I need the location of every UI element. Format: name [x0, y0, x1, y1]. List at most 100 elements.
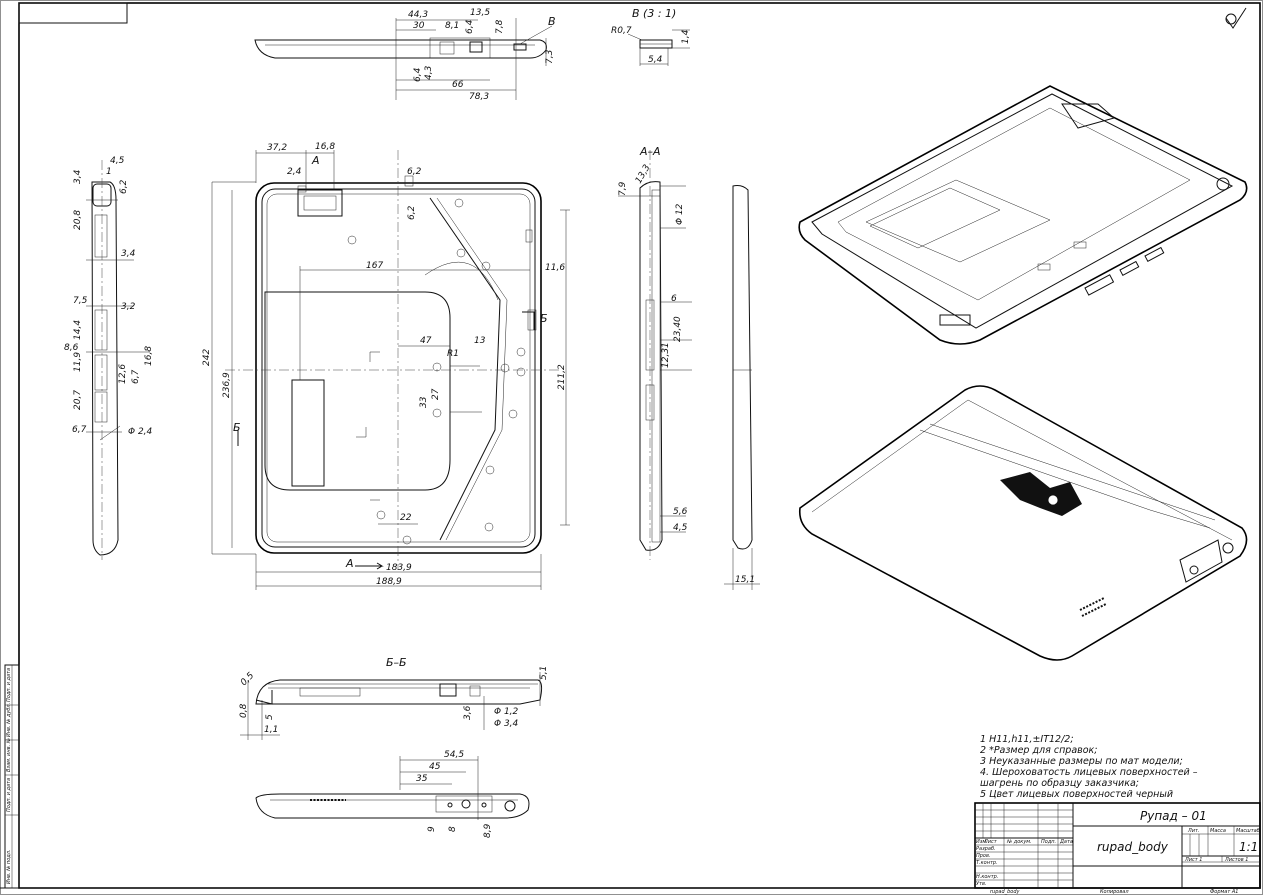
dim-12-6: 12,6 [118, 364, 128, 384]
dim-242: 242 [202, 349, 212, 366]
hdr-podp: Подп. [1041, 839, 1056, 845]
dim-13: 13 [474, 336, 486, 346]
col-lit: Лит. [1187, 828, 1200, 834]
dim-7-3: 7,3 [545, 49, 555, 64]
dim-236-9: 236,9 [222, 372, 232, 398]
dim-78-3: 78,3 [469, 92, 489, 102]
view-mark-v: В [548, 15, 556, 28]
dim-6-2b: 6,2 [407, 205, 417, 220]
view-mark-a-bottom: А [345, 557, 354, 570]
footer-part: rupad_body [990, 889, 1021, 895]
dim-6-2c: 6,2 [119, 179, 129, 194]
dim-16-8: 16,8 [315, 142, 335, 152]
note-4-cont: шагрень по образцу заказчика; [980, 778, 1139, 789]
side-label-5: Инв. № подл. [6, 850, 12, 885]
sheet-number: Лист 1 [1184, 857, 1202, 863]
title-part: rupad_body [1097, 840, 1169, 854]
dim-3-4a: 3,4 [73, 169, 83, 184]
main-front-view [211, 150, 570, 590]
dim-1-4: 1,4 [681, 29, 691, 44]
isometric-closed-view [798, 385, 1248, 661]
dim-27: 27 [431, 388, 441, 400]
side-label-4: Подп. и дата [6, 778, 12, 812]
dim-47: 47 [420, 336, 432, 346]
dim-0-5: 0,5 [239, 671, 256, 688]
dim-66: 66 [452, 80, 464, 90]
dim-30: 30 [413, 21, 425, 31]
dim-5-4: 5,4 [648, 55, 663, 65]
dim-11-9: 11,9 [73, 352, 83, 372]
dim-7-9: 7,9 [618, 181, 628, 196]
dim-20-7: 20,7 [73, 390, 83, 410]
dim-13-5: 13,5 [470, 8, 490, 18]
dim-phi-2-4: Φ 2,4 [128, 427, 153, 437]
dim-4-5a: 4,5 [110, 156, 125, 166]
dim-phi-3-4: Φ 3,4 [494, 719, 519, 729]
hdr-izm: Изм. [976, 839, 988, 845]
dim-7-5: 7,5 [73, 296, 88, 306]
dim-6-7b: 6,7 [72, 425, 87, 435]
section-aa-view [618, 150, 692, 560]
dim-3-6: 3,6 [463, 705, 473, 720]
note-2: 2 *Размер для справок; [980, 745, 1098, 756]
dim-6-2a: 6,2 [407, 167, 422, 177]
row-nkontr: Н.контр. [976, 874, 998, 880]
dim-45: 45 [429, 762, 441, 772]
detail-v-title: В (3 : 1) [632, 7, 676, 20]
col-mass: Масса [1210, 828, 1226, 834]
dim-12-31: 12,31 [661, 342, 671, 368]
dim-44-3: 44,3 [408, 10, 428, 20]
dim-8-9: 8,9 [483, 823, 493, 838]
view-mark-b-right: Б [540, 312, 548, 325]
dim-7-8: 7,8 [495, 19, 505, 34]
dim-15-1: 15,1 [735, 575, 755, 585]
dim-5-6: 5,6 [673, 507, 688, 517]
dim-6: 6 [671, 294, 677, 304]
dim-11-6: 11,6 [545, 263, 565, 273]
footer-format: Формат А1 [1210, 889, 1238, 895]
dim-23-40: 23,40 [673, 316, 683, 342]
note-4: 4. Шероховатость лицевых поверхностей – [980, 767, 1198, 778]
dim-4-5b: 4,5 [673, 523, 688, 533]
dim-phi-12: Φ 12 [675, 203, 685, 225]
technical-notes: 1 H11,h11,±IT12/2; 2 *Размер для справок… [980, 734, 1198, 800]
dim-3-2: 3,2 [121, 302, 136, 312]
left-side-view [86, 160, 150, 560]
dim-33: 33 [419, 396, 429, 408]
dim-20-8: 20,8 [73, 210, 83, 230]
dim-9: 9 [427, 826, 437, 832]
dim-8-1: 8,1 [445, 21, 459, 31]
dim-54-5: 54,5 [444, 750, 464, 760]
dim-1-1: 1,1 [264, 725, 278, 735]
note-3: 3 Неуказанные размеры по мат модели; [980, 756, 1183, 767]
title-product: Рупад – 01 [1140, 809, 1207, 823]
view-mark-a-top: А [311, 154, 320, 167]
isometric-open-view [798, 85, 1248, 345]
title-scale: 1:1 [1239, 840, 1258, 854]
side-label-2: Инв. № дубл. [6, 703, 12, 737]
right-side-view [724, 185, 760, 590]
dim-2-4: 2,4 [287, 167, 302, 177]
dim-35: 35 [416, 774, 428, 784]
note-1: 1 H11,h11,±IT12/2; [980, 734, 1074, 745]
row-tkontr: Т.контр. [976, 860, 998, 866]
side-strip: Подп. и дата Инв. № дубл. Взам. инв. № П… [4, 664, 20, 889]
detail-v [627, 29, 690, 66]
dim-14-4: 14,4 [73, 320, 83, 340]
dim-211-2: 211,2 [557, 364, 567, 390]
top-side-view [254, 18, 553, 100]
dim-8-6: 8,6 [64, 343, 79, 353]
corner-stamp [18, 2, 128, 24]
view-mark-b-left: Б [233, 421, 241, 434]
dim-6-7a: 6,7 [131, 369, 141, 384]
dim-167: 167 [366, 261, 383, 271]
dim-6-4a: 6,4 [465, 19, 475, 34]
dim-r1: R1 [447, 349, 459, 359]
row-razrab: Разраб. [976, 846, 996, 852]
dim-37-2: 37,2 [267, 143, 287, 153]
bottom-side-view [255, 756, 530, 820]
dim-6-4b: 6,4 [413, 67, 423, 82]
dim-22: 22 [400, 513, 412, 523]
hdr-list: Лист [983, 839, 998, 845]
dim-3-4b: 3,4 [121, 249, 136, 259]
